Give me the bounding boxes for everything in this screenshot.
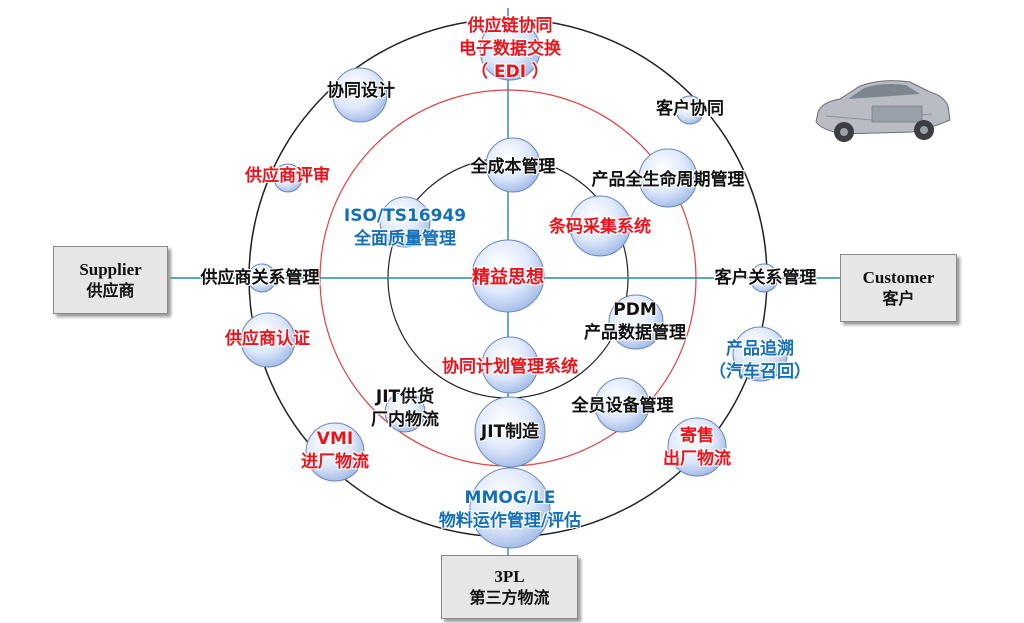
bubble-collab-design <box>332 67 388 123</box>
supplier-zh: 供应商 <box>86 281 135 300</box>
bubble-center <box>471 239 545 313</box>
bubble-consign <box>667 417 727 477</box>
label-consign: 寄售出厂物流 <box>663 426 731 469</box>
bubble-pdm <box>608 294 664 350</box>
bubble-supplier-cert <box>240 312 296 368</box>
bubble-jit-mfg <box>474 396 546 468</box>
3pl-en: 3PL <box>494 567 525 586</box>
label-jit-mfg: JIT制造 <box>480 422 540 442</box>
label-jit-supply: JIT供货厂内物流 <box>371 387 439 430</box>
bubble-customer-collab <box>675 95 705 125</box>
customer-zh: 客户 <box>882 289 915 308</box>
bubble-tpm <box>594 377 650 433</box>
label-barcode: 条码采集系统 <box>549 217 651 237</box>
label-tpm: 全员设备管理 <box>571 396 674 416</box>
bubble-mmog <box>469 467 551 549</box>
label-center: 精益思想 <box>472 267 544 288</box>
bubble-edi <box>479 19 541 81</box>
bubble-collab-plan <box>481 336 539 394</box>
bubble-crm <box>749 263 779 293</box>
supplier-box: Supplier 供应商 <box>53 246 168 314</box>
label-total-cost: 全成本管理 <box>470 157 556 177</box>
customer-box: Customer 客户 <box>840 254 957 322</box>
bubble-srm <box>247 263 277 293</box>
label-crm: 客户关系管理 <box>714 268 817 288</box>
label-trace: 产品追溯（汽车召回） <box>709 339 811 382</box>
label-collab-design: 协同设计 <box>327 81 395 101</box>
bubble-trace <box>732 326 788 382</box>
bubble-total-cost <box>485 137 541 193</box>
bubbles <box>240 19 788 549</box>
label-customer-collab: 客户协同 <box>656 99 724 119</box>
bubble-barcode <box>569 195 631 257</box>
bubble-jit-supply <box>384 391 426 433</box>
bubble-supplier-review <box>273 163 303 193</box>
supplier-en: Supplier <box>79 260 142 279</box>
3pl-box: 3PL 第三方物流 <box>441 555 578 619</box>
car-image <box>815 80 951 142</box>
bubble-plm <box>638 148 698 208</box>
label-collab-plan: 协同计划管理系统 <box>442 357 578 377</box>
label-supplier-review: 供应商评审 <box>245 166 330 186</box>
label-srm: 供应商关系管理 <box>200 268 320 288</box>
bubble-iso <box>379 196 431 248</box>
3pl-zh: 第三方物流 <box>469 588 550 607</box>
label-edi: 供应链协同电子数据交换（ EDI ） <box>459 16 561 82</box>
bubble-vmi <box>305 422 365 482</box>
customer-en: Customer <box>862 268 935 287</box>
label-supplier-cert: 供应商认证 <box>225 329 310 349</box>
label-plm: 产品全生命周期管理 <box>591 170 745 190</box>
